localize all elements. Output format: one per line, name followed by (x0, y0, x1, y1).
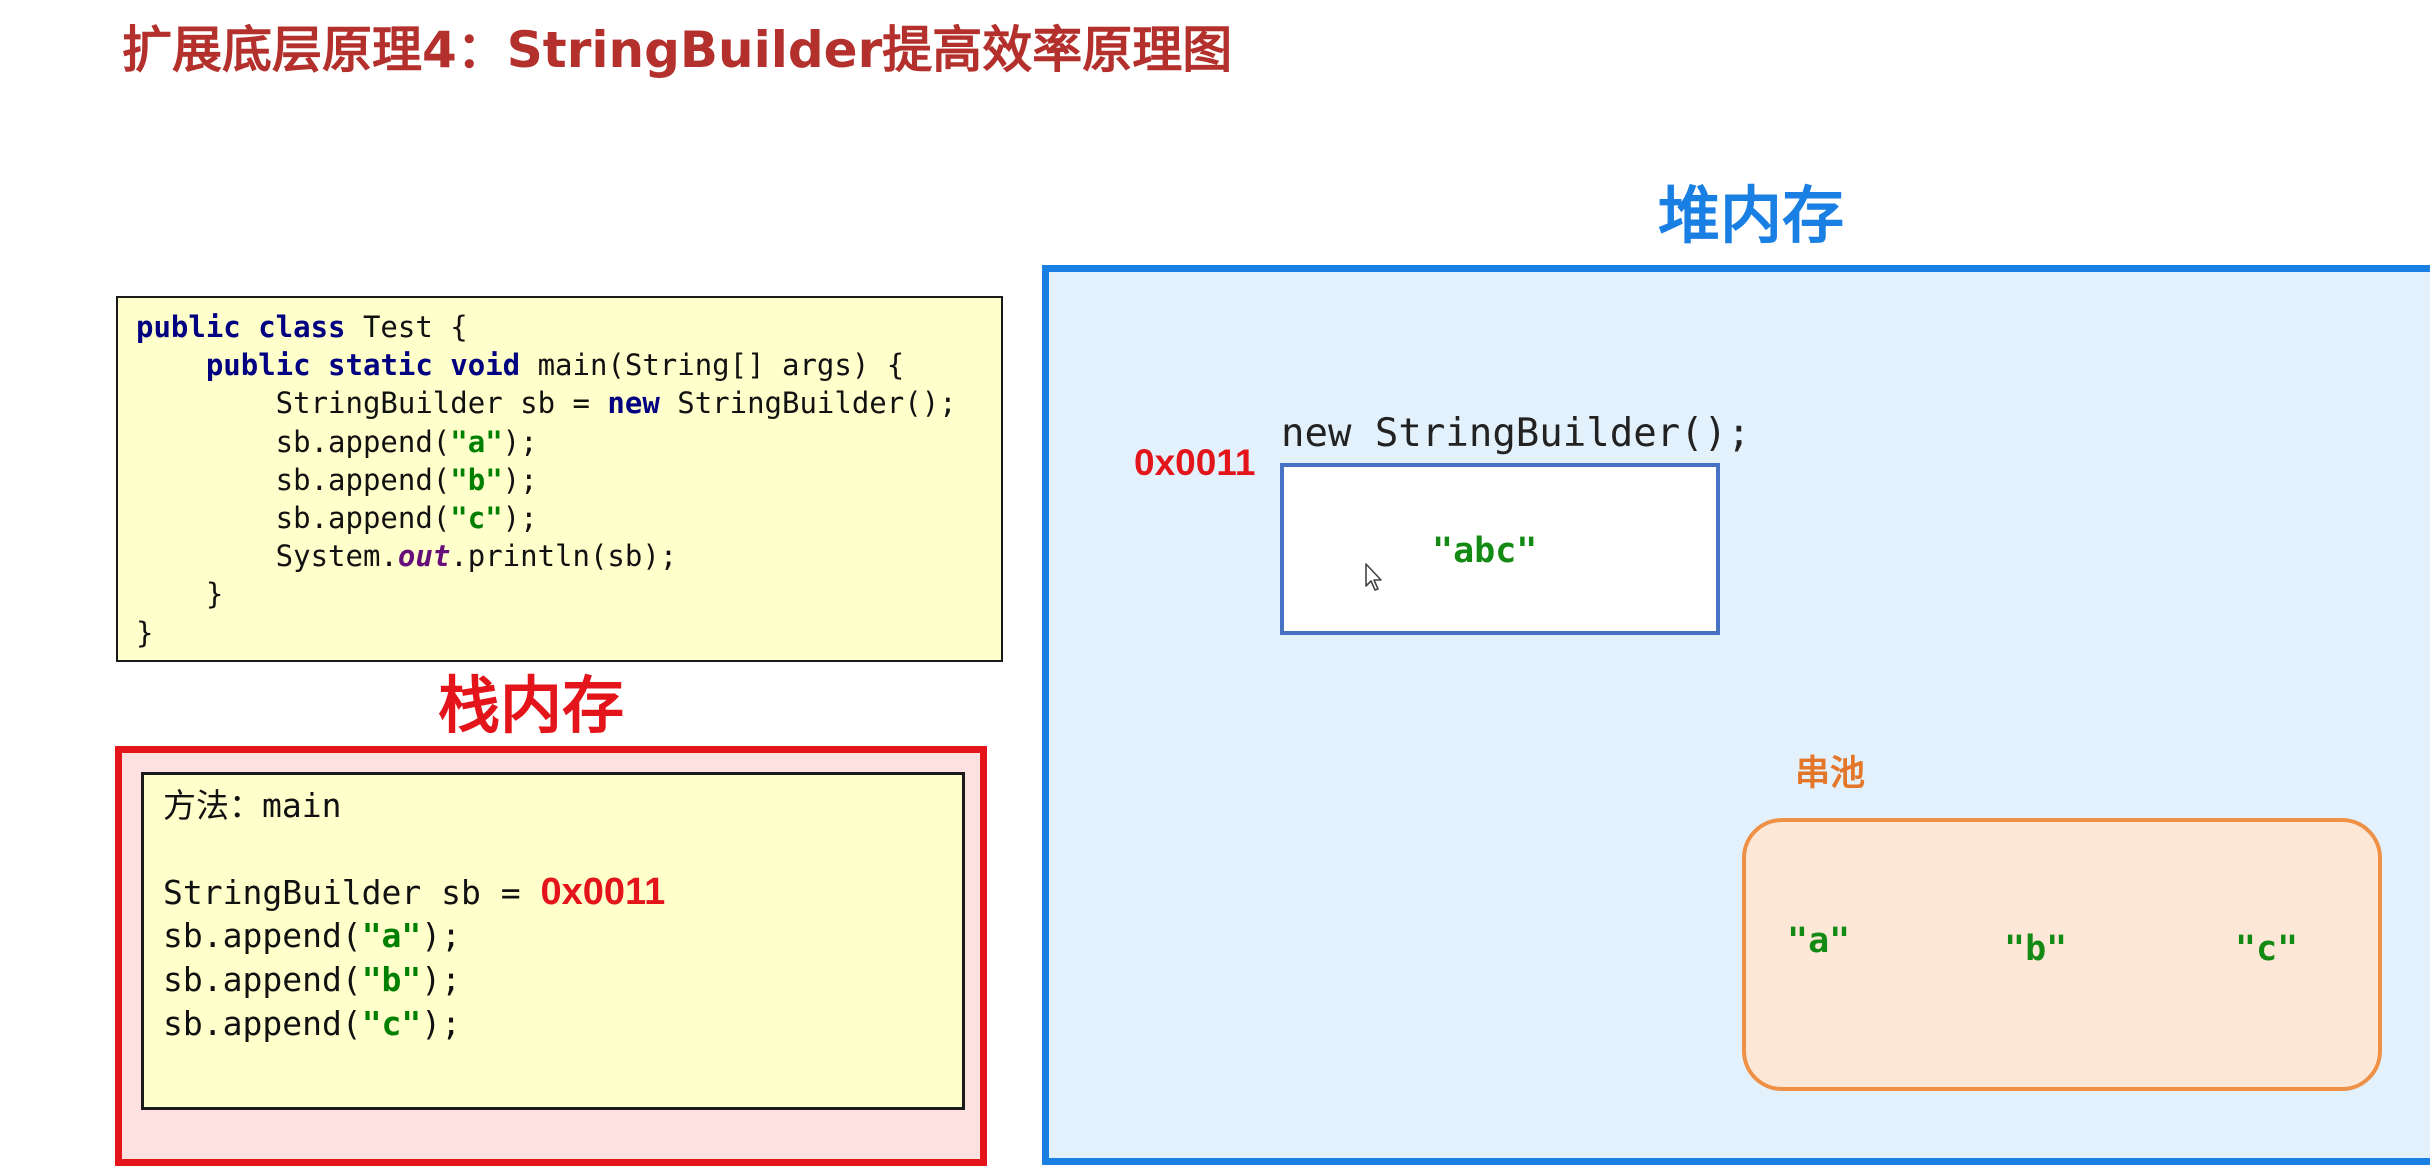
code-token: new (607, 386, 660, 421)
code-token: sb.append( (136, 462, 451, 497)
pool-string: "b" (2004, 929, 2068, 969)
append-call-arg: "a" (361, 916, 422, 955)
append-call-pre: sb.append( (163, 1004, 362, 1043)
code-token: ); (502, 424, 538, 459)
code-token: sb.append( (136, 501, 451, 535)
stringbuilder-object-box (1280, 463, 1720, 635)
code-token: Test { (345, 310, 468, 344)
main-stack-frame: 方法：main StringBuilder sb = 0x0011 sb.app… (141, 772, 965, 1110)
code-token: StringBuilder(); (659, 386, 957, 421)
sb-declaration-text: StringBuilder sb = (163, 873, 541, 912)
string-pool-title: 串池 (1795, 754, 1866, 794)
stringbuilder-object-address: 0x0011 (1134, 442, 1256, 483)
code-token: } (136, 615, 154, 650)
method-label: 方法：main (163, 786, 342, 825)
append-call: sb.append("b"); (163, 959, 461, 1001)
code-token: public static void (205, 348, 521, 383)
code-line: System.out.println(sb); (136, 537, 678, 575)
code-token: ); (502, 462, 538, 497)
code-token: .println(sb); (450, 539, 678, 574)
append-call-pre: sb.append( (163, 960, 362, 999)
append-call: sb.append("c"); (163, 1003, 461, 1045)
append-call-post: ); (421, 960, 462, 999)
sb-declaration: StringBuilder sb = 0x0011 (163, 871, 665, 914)
code-line: StringBuilder sb = new StringBuilder(); (136, 384, 957, 422)
code-line: public static void main(String[] args) { (136, 346, 904, 384)
append-call-arg: "c" (361, 1004, 422, 1043)
code-token: "b" (450, 462, 503, 497)
heap-memory-title: 堆内存 (1658, 179, 1845, 252)
code-line: sb.append("c"); (136, 499, 538, 537)
code-token: } (136, 577, 224, 612)
pool-string: "c" (2235, 929, 2299, 969)
code-token: main(String[] args) { (520, 348, 905, 383)
stringbuilder-object-label: new StringBuilder(); (1281, 411, 1751, 456)
mouse-cursor-icon (1364, 562, 1386, 596)
code-line: public class Test { (136, 308, 468, 346)
code-line: sb.append("b"); (136, 461, 538, 499)
code-token (136, 348, 206, 382)
append-call-arg: "b" (361, 960, 422, 999)
code-token: System. (136, 539, 398, 574)
code-token: "c" (450, 501, 503, 535)
code-line: } (136, 614, 153, 652)
code-listing: public class Test { public static void m… (116, 296, 1003, 662)
code-token: ); (502, 501, 538, 535)
code-token: StringBuilder sb = (136, 386, 608, 421)
stringbuilder-object-value: "abc" (1432, 531, 1538, 571)
append-call-post: ); (421, 1004, 462, 1043)
sb-reference-address: 0x0011 (540, 871, 666, 913)
pool-string: "a" (1787, 921, 1851, 961)
code-token: sb.append( (136, 424, 451, 459)
append-call-post: ); (421, 916, 462, 955)
code-token: public class (136, 310, 346, 344)
string-pool-region (1742, 818, 2382, 1091)
stack-memory-title: 栈内存 (438, 669, 625, 742)
append-call: sb.append("a"); (163, 915, 461, 957)
code-token: out (397, 539, 451, 574)
code-line: } (136, 575, 223, 613)
append-call-pre: sb.append( (163, 916, 362, 955)
code-line: sb.append("a"); (136, 423, 538, 461)
slide-title: 扩展底层原理4：StringBuilder提高效率原理图 (122, 21, 1233, 79)
code-token: "a" (450, 424, 503, 459)
